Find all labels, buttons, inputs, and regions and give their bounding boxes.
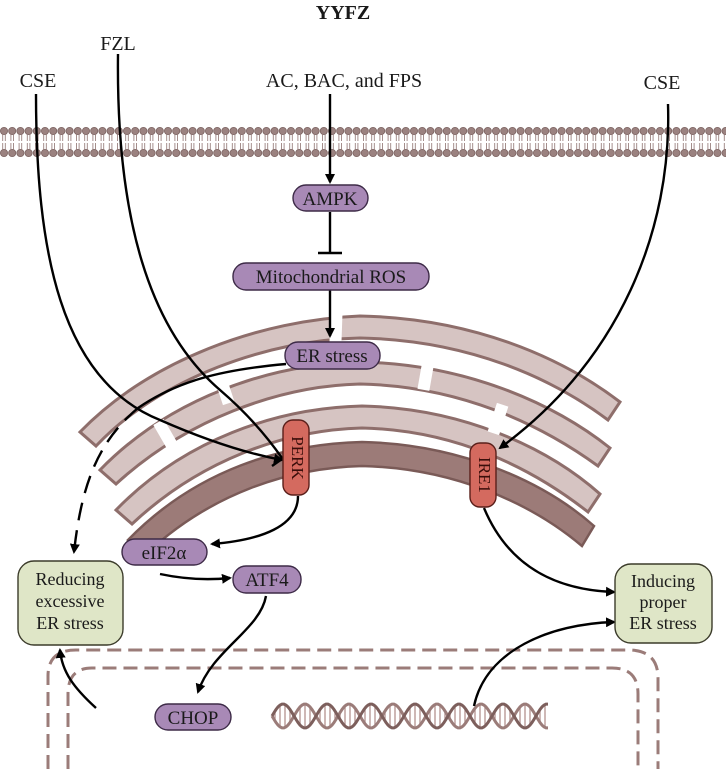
ire1-label: IRE1 xyxy=(475,457,494,493)
fzl-label: FZL xyxy=(100,33,136,55)
atf4-node: ATF4 xyxy=(232,565,302,594)
ire1-node: IRE1 xyxy=(469,442,497,508)
chop-node: CHOP xyxy=(154,703,232,731)
er-stress-label: ER stress xyxy=(296,346,367,367)
inducing-line-2: proper xyxy=(640,592,687,612)
reducing-line-1: Reducing xyxy=(36,569,105,589)
inducing-er-stress-box: Inducing proper ER stress xyxy=(614,563,713,644)
ampk-label: AMPK xyxy=(303,189,358,210)
dna-double-helix-icon xyxy=(270,702,548,730)
perk-node: PERK xyxy=(282,419,310,496)
ampk-node: AMPK xyxy=(292,184,369,212)
cse-right-label: CSE xyxy=(644,72,681,94)
nuclear-envelope-icon xyxy=(46,648,660,769)
eif2a-label: eIF2α xyxy=(142,543,187,564)
cell-membrane-icon xyxy=(0,127,726,157)
perk-label: PERK xyxy=(288,436,307,480)
mitochondrial-ros-label: Mitochondrial ROS xyxy=(256,267,406,288)
ac-bac-fps-label: AC, BAC, and FPS xyxy=(266,70,422,92)
atf4-label: ATF4 xyxy=(245,570,289,591)
pathway-arrows xyxy=(34,53,670,709)
reducing-line-3: ER stress xyxy=(36,613,104,633)
chop-label: CHOP xyxy=(168,708,219,729)
diagram-title: YYFZ xyxy=(316,2,370,24)
cse-left-label: CSE xyxy=(20,70,57,92)
mitochondrial-ros-node: Mitochondrial ROS xyxy=(232,262,430,291)
er-stress-node: ER stress xyxy=(284,341,381,370)
eif2a-node: eIF2α xyxy=(121,538,208,566)
inducing-line-3: ER stress xyxy=(629,613,697,633)
reducing-er-stress-box: Reducing excessive ER stress xyxy=(17,560,124,646)
reducing-line-2: excessive xyxy=(36,591,105,611)
inducing-line-1: Inducing xyxy=(631,571,695,591)
